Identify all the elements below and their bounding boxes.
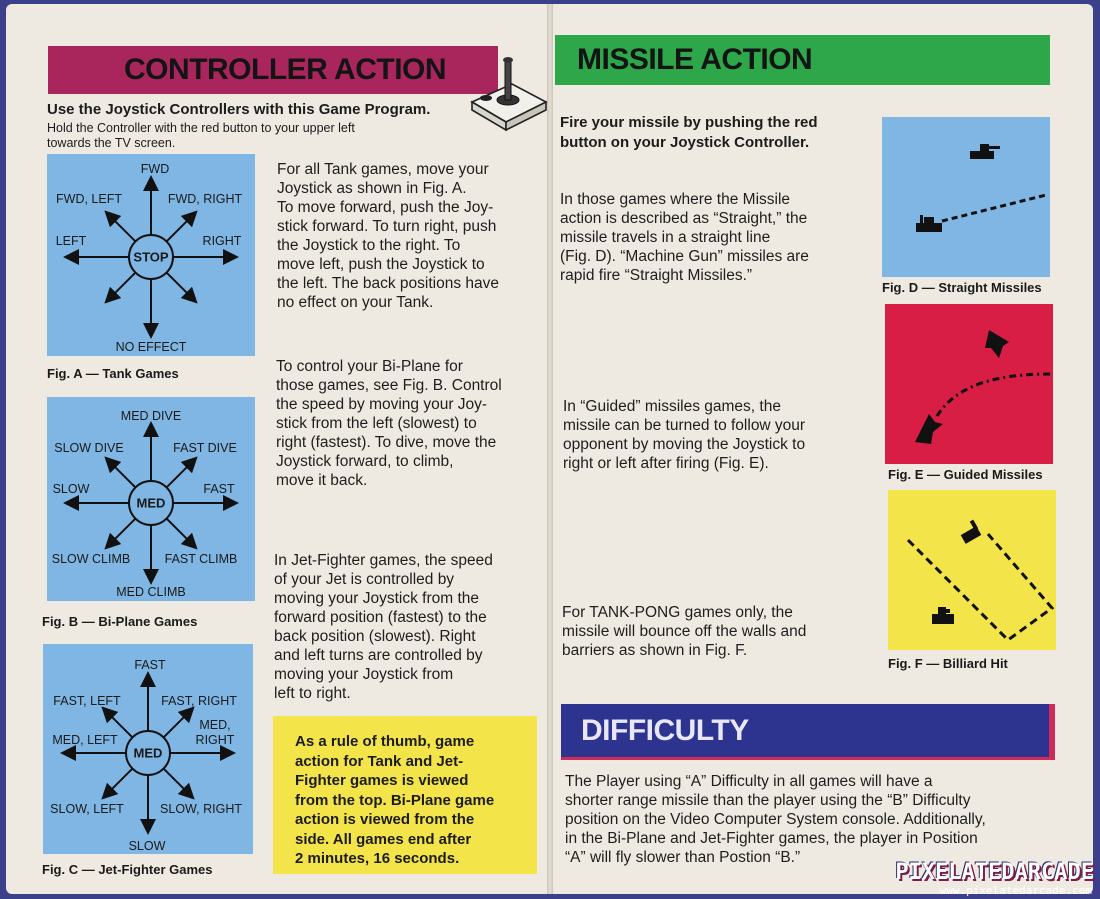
biplane-paragraph: To control your Bi-Plane for those games… [276, 358, 502, 489]
missile-action-banner: MISSILE ACTION [555, 35, 1050, 85]
fig-b-caption: Fig. B — Bi-Plane Games [42, 614, 198, 629]
fig-f-caption: Fig. F — Billiard Hit [888, 656, 1008, 671]
tank-icon [970, 144, 1000, 159]
tank-paragraph: For all Tank games, move your Joystick a… [277, 161, 500, 311]
fig-b-label-sw: SLOW CLIMB [51, 552, 131, 566]
difficulty-paragraph: The Player using “A” Difficulty in all g… [565, 773, 986, 866]
fig-c-label-se: SLOW, RIGHT [160, 802, 242, 816]
fig-b-label-w: SLOW [52, 482, 90, 496]
fig-f-billiard-hit [888, 490, 1056, 650]
fig-a-tank-diagram: FWD FWD, LEFT FWD, RIGHT LEFT RIGHT NO E… [47, 154, 255, 356]
controller-action-title: CONTROLLER ACTION [124, 53, 447, 86]
watermark-title: PIXELATEDARCADE [895, 860, 1094, 885]
fig-a-center: STOP [133, 249, 169, 265]
watermark-url: www.pixelatedarcade.com [939, 884, 1092, 897]
fig-a-caption: Fig. A — Tank Games [47, 366, 179, 381]
fig-b-label-e: FAST [203, 482, 235, 496]
difficulty-banner: DIFFICULTY DIFFICULTY [561, 704, 1055, 760]
fig-c-center: MED [133, 745, 163, 761]
intro-bold: Use the Joystick Controllers with this G… [47, 101, 431, 118]
direction-arrow-ne [165, 210, 198, 243]
direction-arrow-ne [162, 706, 195, 739]
fig-c-label-ne: FAST, RIGHT [161, 694, 237, 708]
fig-c-jet-diagram: FAST FAST, LEFT FAST, RIGHT MED, LEFT ME… [43, 644, 253, 854]
intro-sub: Hold the Controller with the red button … [47, 121, 355, 150]
tank-icon [960, 519, 982, 544]
missile-action-title: MISSILE ACTION [577, 43, 813, 76]
fig-c-label-s: SLOW [128, 839, 166, 853]
direction-arrow-se [162, 767, 195, 800]
tank-pong-paragraph: For TANK-PONG games only, the missile wi… [562, 604, 807, 659]
fig-b-label-s: MED CLIMB [116, 585, 186, 599]
fire-missile-text: Fire your missile by pushing the red but… [560, 114, 818, 151]
fig-c-caption: Fig. C — Jet-Fighter Games [42, 862, 213, 877]
fig-b-biplane-diagram: MED DIVE SLOW DIVE FAST DIVE SLOW FAST S… [47, 397, 255, 601]
fig-d-straight-missiles [882, 117, 1050, 277]
tank-icon [916, 215, 942, 232]
direction-arrow-sw [104, 271, 137, 304]
tank-icon [932, 607, 954, 624]
plane-icon [985, 330, 1009, 358]
direction-arrow-ne [165, 456, 198, 489]
guided-missile-paragraph: In “Guided” missiles games, the missile … [563, 398, 806, 472]
straight-missile-paragraph: In those games where the Missile action … [560, 191, 809, 284]
difficulty-title-visible: DIFFICULTY [581, 713, 749, 747]
fig-b-center: MED [136, 495, 166, 511]
fig-d-caption: Fig. D — Straight Missiles [882, 280, 1042, 295]
fig-c-label-w: MED, LEFT [52, 733, 118, 747]
fig-a-label-e: RIGHT [202, 234, 242, 248]
direction-arrow-sw [101, 767, 134, 800]
direction-arrow-nw [104, 210, 137, 243]
fig-a-label-n: FWD [140, 162, 170, 176]
fig-c-label-e: MED, RIGHT [195, 718, 235, 747]
fig-c-label-sw: SLOW, LEFT [50, 802, 124, 816]
fig-e-caption: Fig. E — Guided Missiles [888, 467, 1043, 482]
fig-b-label-se: FAST CLIMB [164, 552, 238, 566]
fig-b-label-ne: FAST DIVE [173, 441, 237, 455]
direction-arrow-se [165, 271, 198, 304]
page-fold [547, 4, 553, 894]
direction-arrow-nw [101, 706, 134, 739]
fig-a-label-w: LEFT [55, 234, 87, 248]
joystick-icon [466, 54, 550, 134]
controller-action-banner: CONTROLLER ACTION [48, 46, 498, 94]
rule-of-thumb-note: As a rule of thumb, game action for Tank… [273, 716, 537, 874]
fig-a-label-s: NO EFFECT [115, 340, 187, 354]
jet-paragraph: In Jet-Fighter games, the speed of your … [274, 552, 493, 702]
fig-c-label-nw: FAST, LEFT [53, 694, 121, 708]
direction-arrow-se [165, 517, 198, 550]
fig-a-label-ne: FWD, RIGHT [167, 192, 243, 206]
fig-b-label-n: MED DIVE [120, 409, 182, 423]
fig-e-guided-missiles [885, 304, 1053, 464]
fig-c-label-n: FAST [134, 658, 166, 672]
plane-icon [915, 414, 943, 444]
fig-a-label-nw: FWD, LEFT [56, 192, 122, 206]
direction-arrow-sw [104, 517, 137, 550]
direction-arrow-nw [104, 456, 137, 489]
fig-b-label-nw: SLOW DIVE [54, 441, 124, 455]
